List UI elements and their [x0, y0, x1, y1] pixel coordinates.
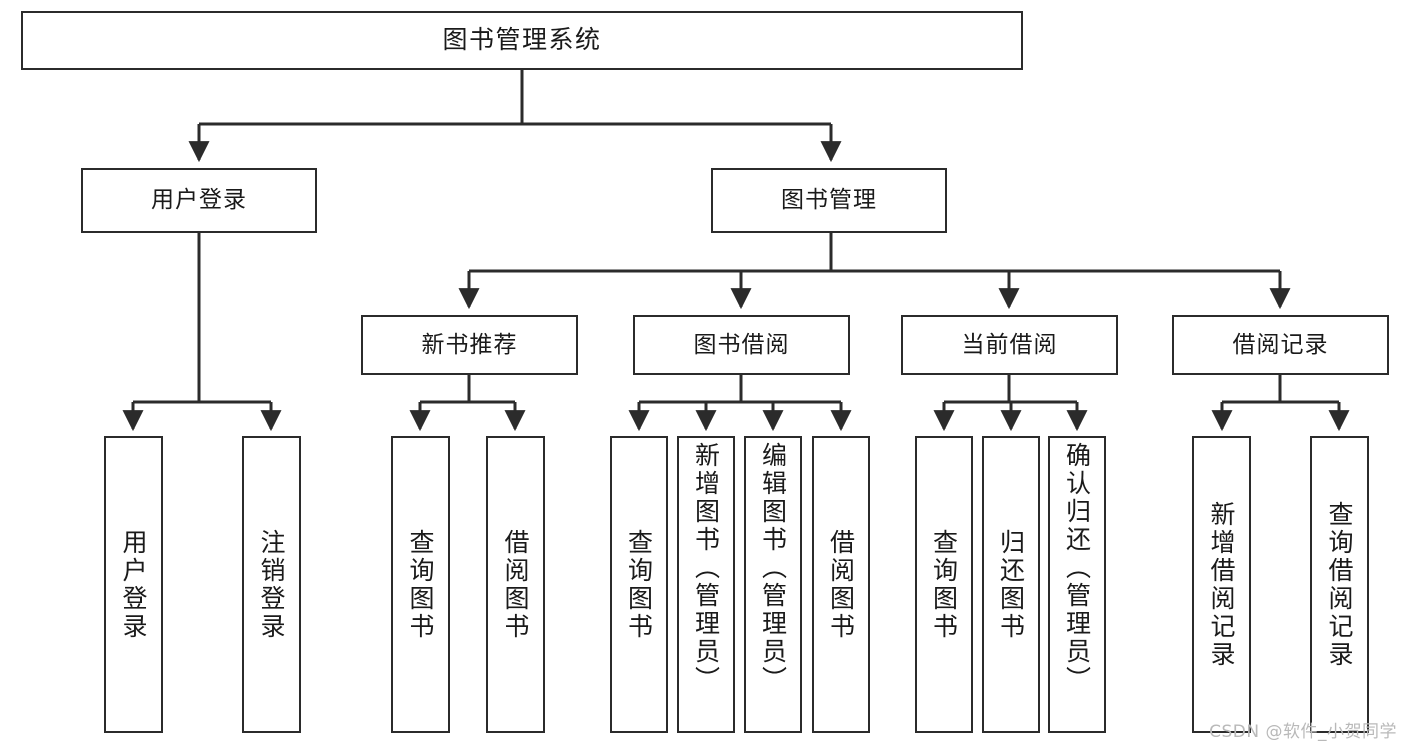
node-borrowing-records[interactable]: 借阅记录 — [1172, 315, 1389, 375]
leaf-return-books[interactable]: 归还图书 — [982, 436, 1040, 733]
node-label: 用户登录 — [151, 187, 247, 214]
node-label: 用户登录 — [119, 528, 148, 641]
leaf-confirm-return-admin[interactable]: 确认归还（管理员） — [1048, 436, 1106, 733]
node-label: 借阅记录 — [1232, 331, 1329, 358]
node-label: 确认归还（管理员） — [1062, 442, 1092, 694]
node-user-login[interactable]: 用户登录 — [81, 168, 317, 233]
node-label: 查询图书 — [406, 528, 435, 641]
leaf-add-book-admin[interactable]: 新增图书（管理员） — [677, 436, 735, 733]
node-label: 图书管理 — [781, 187, 877, 214]
node-book-management[interactable]: 图书管理 — [711, 168, 947, 233]
leaf-borrow-books[interactable]: 借阅图书 — [812, 436, 870, 733]
leaf-logout[interactable]: 注销登录 — [242, 436, 301, 733]
node-root-library-system[interactable]: 图书管理系统 — [21, 11, 1023, 70]
node-label: 查询图书 — [929, 528, 959, 641]
leaf-edit-book-admin[interactable]: 编辑图书（管理员） — [744, 436, 802, 733]
node-label: 借阅图书 — [826, 528, 856, 641]
node-new-book-recommend[interactable]: 新书推荐 — [361, 315, 578, 375]
leaf-add-borrow-record[interactable]: 新增借阅记录 — [1192, 436, 1251, 733]
leaf-borrow-books-newbook[interactable]: 借阅图书 — [486, 436, 545, 733]
node-label: 图书借阅 — [693, 331, 790, 358]
node-label: 当前借阅 — [961, 331, 1058, 358]
node-label: 新增借阅记录 — [1207, 500, 1236, 669]
node-label: 归还图书 — [996, 528, 1026, 641]
node-label: 借阅图书 — [501, 528, 530, 641]
node-book-borrowing[interactable]: 图书借阅 — [633, 315, 850, 375]
leaf-query-books-newbook[interactable]: 查询图书 — [391, 436, 450, 733]
node-label: 新书推荐 — [421, 331, 518, 358]
node-label: 新增图书（管理员） — [691, 442, 721, 694]
node-label: 查询图书 — [624, 528, 654, 641]
leaf-user-login[interactable]: 用户登录 — [104, 436, 163, 733]
node-current-borrowing[interactable]: 当前借阅 — [901, 315, 1118, 375]
node-label: 编辑图书（管理员） — [758, 442, 788, 694]
node-label: 注销登录 — [257, 528, 286, 641]
node-label: 查询借阅记录 — [1325, 500, 1354, 669]
watermark-text: CSDN @软件_小贺同学 — [1209, 722, 1397, 742]
node-label: 图书管理系统 — [442, 25, 602, 55]
leaf-query-borrow-record[interactable]: 查询借阅记录 — [1310, 436, 1369, 733]
leaf-query-books-borrow[interactable]: 查询图书 — [610, 436, 668, 733]
leaf-query-books-current[interactable]: 查询图书 — [915, 436, 973, 733]
